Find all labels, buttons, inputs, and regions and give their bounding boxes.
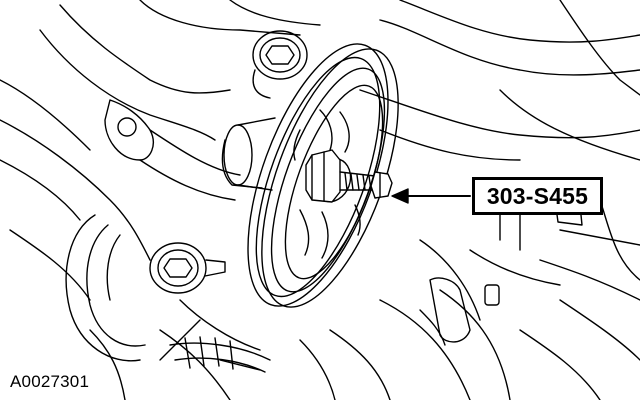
accessory-housing bbox=[65, 214, 201, 362]
pump-hub bbox=[221, 117, 276, 191]
hose bbox=[169, 336, 271, 373]
upper-bolt bbox=[252, 30, 308, 99]
figure-id: A0027301 bbox=[10, 372, 90, 391]
pulley bbox=[247, 43, 399, 308]
adjacent-component bbox=[419, 199, 583, 346]
special-tool-303-s455 bbox=[305, 149, 393, 203]
callout-arrow bbox=[391, 188, 471, 204]
tool-callout-label: 303-S455 bbox=[472, 177, 603, 215]
lower-bolt bbox=[149, 242, 226, 294]
mounting-bracket bbox=[104, 99, 241, 201]
